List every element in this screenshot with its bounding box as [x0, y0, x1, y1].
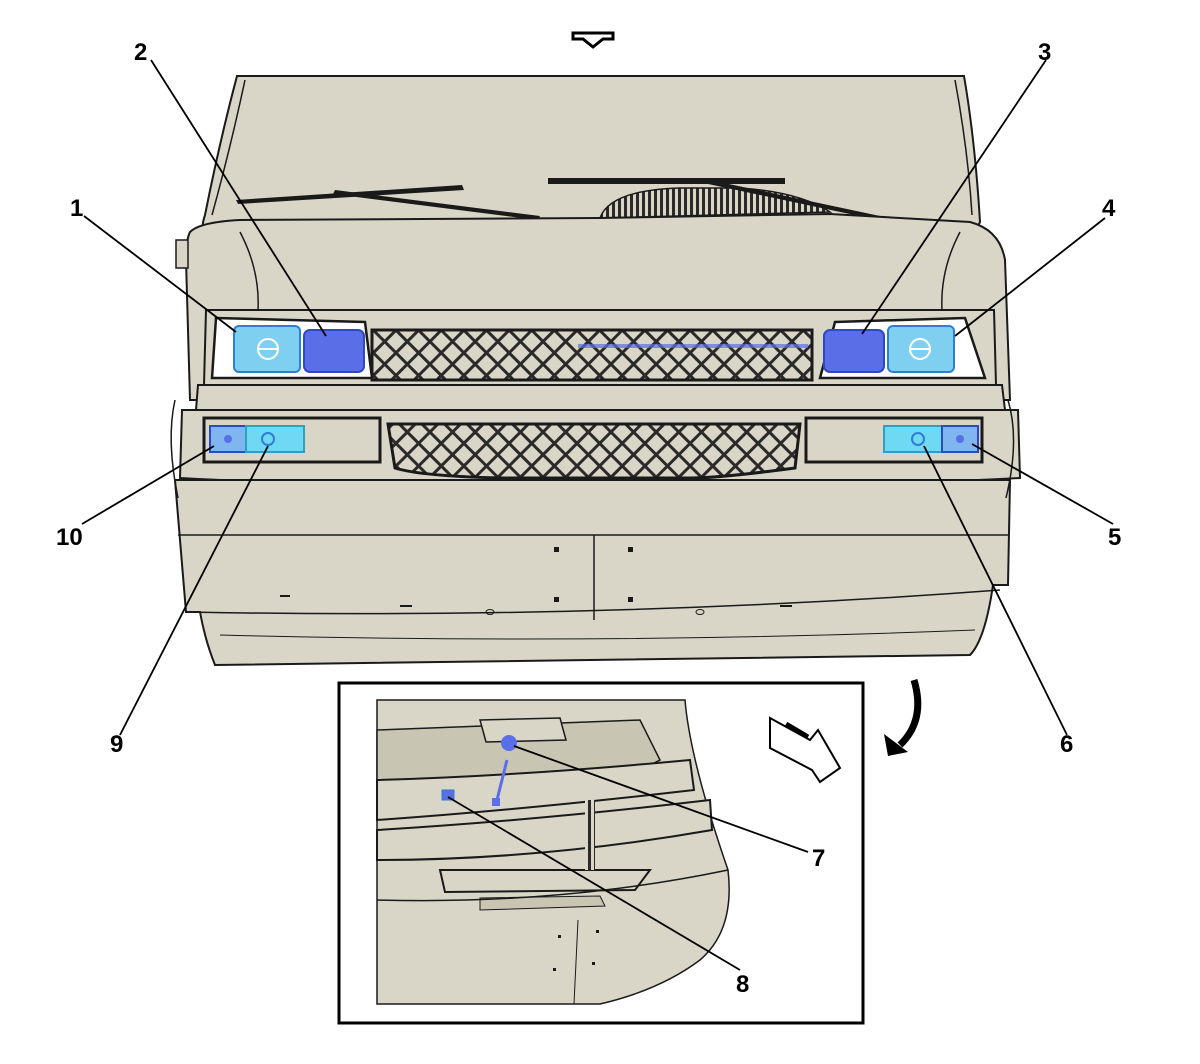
left-high-beam-lamp: [233, 325, 301, 373]
cab-upper: [201, 75, 982, 233]
leader-lines: [81, 59, 1114, 736]
callout-10: 10: [56, 524, 83, 551]
callout-4: 4: [1102, 195, 1116, 222]
callout-2: 2: [134, 39, 147, 66]
view-direction-arrow-icon: [571, 31, 615, 49]
upper-grille: [370, 328, 814, 382]
windshield-wipers: [236, 178, 880, 220]
lower-grille: [386, 422, 802, 480]
headlamp-aim-adjuster-8: [441, 789, 455, 801]
left-turn-signal-lamp: [209, 425, 247, 453]
callout-9: 9: [110, 731, 123, 758]
callout-5: 5: [1108, 524, 1121, 551]
callout-labels: 1 2 3 4 5 6 7 8 9 10: [56, 39, 1121, 998]
left-fog-lamp: [245, 425, 305, 453]
inset-vehicle-detail: [376, 699, 730, 1005]
detail-inset: [337, 681, 865, 1025]
right-high-beam-lamp: [887, 325, 955, 373]
vehicle-front-view: [170, 75, 1022, 667]
right-turn-signal-lamp: [941, 425, 979, 453]
left-low-beam-lamp: [303, 329, 365, 373]
inset-leader-lines: [447, 745, 809, 971]
callout-6: 6: [1060, 731, 1073, 758]
callout-8: 8: [736, 971, 749, 998]
right-low-beam-lamp: [823, 329, 885, 373]
callout-1: 1: [70, 195, 83, 222]
callout-7: 7: [812, 845, 825, 872]
inset-orientation-arrow-icon: [769, 716, 842, 784]
callout-3: 3: [1038, 39, 1051, 66]
curved-detail-arrow-icon: [884, 678, 922, 756]
right-fog-lamp: [883, 425, 943, 453]
headlamp-aim-adjuster-7: [492, 735, 517, 806]
